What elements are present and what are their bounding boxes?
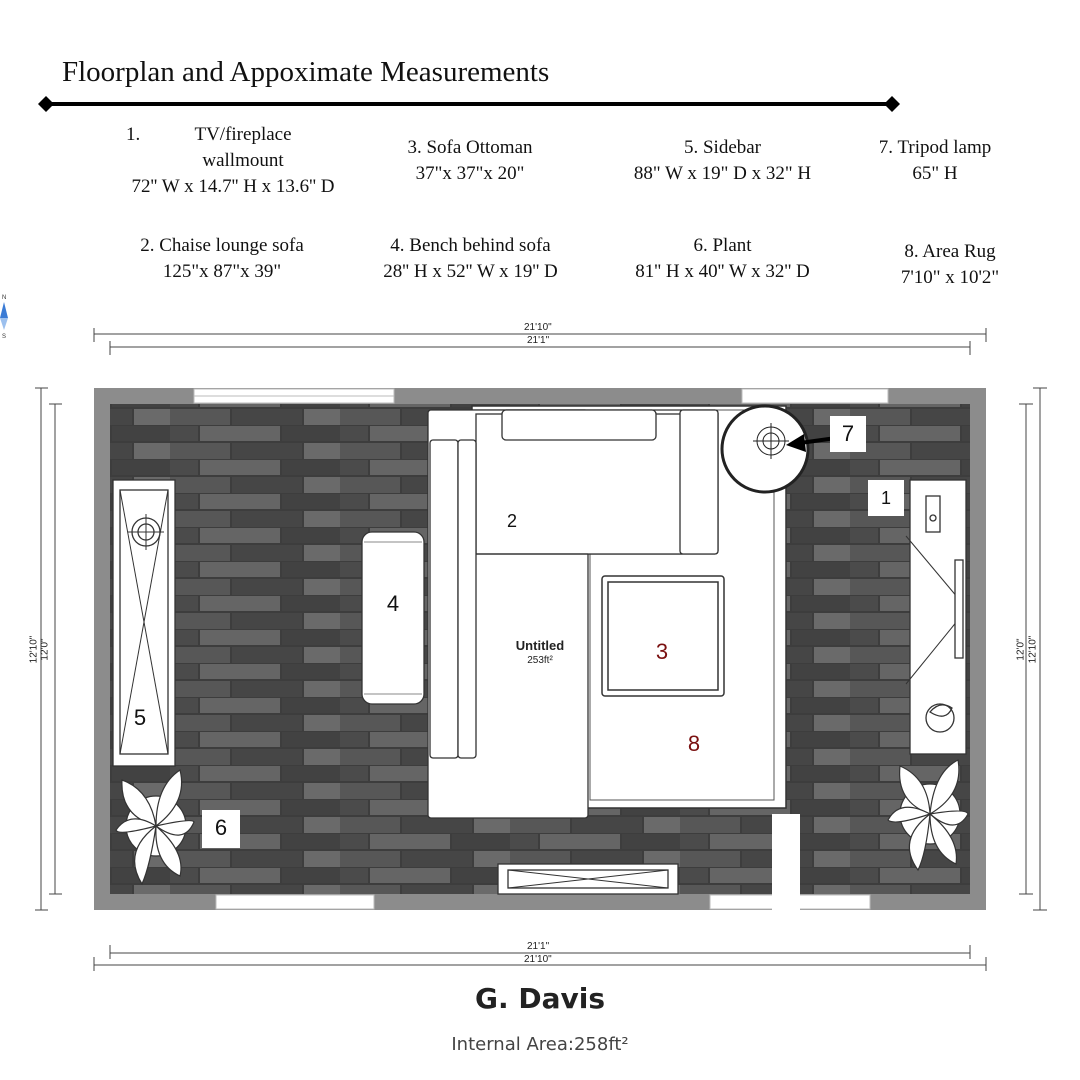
- marker-4: 4: [386, 591, 400, 616]
- room-area: 253ft²: [527, 655, 553, 666]
- tv-fireplace-console: [905, 479, 967, 755]
- svg-text:N: N: [2, 295, 6, 301]
- marker-3: 3: [655, 639, 669, 664]
- title-underline: [38, 96, 900, 112]
- marker-1: 1: [868, 480, 904, 516]
- compass-icon: N S: [0, 295, 8, 340]
- dim-inner-width-top: 21'1": [527, 335, 550, 346]
- room-name: Untitled: [515, 638, 565, 653]
- legend-item-6: 6. Plant 81'' H x 40'' W x 32'' D: [635, 235, 810, 282]
- marker-5: 5: [133, 705, 147, 730]
- dim-inner-width-bottom: 21'1": [527, 941, 550, 952]
- dim-inner-height-left: 12'0": [39, 638, 51, 661]
- bottom-console: [497, 863, 679, 895]
- legend-item-4: 4. Bench behind sofa 28'' H x 52'' W x 1…: [383, 235, 558, 282]
- legend-item-5: 5. Sidebar 88" W x 19" D x 32" H: [633, 137, 812, 184]
- legend-item-3: 3. Sofa Ottoman 37"x 37"x 20": [407, 137, 533, 184]
- internal-area: Internal Area:258ft²: [451, 1034, 629, 1055]
- floorplan: N S: [0, 295, 1047, 971]
- legend-item-1: 1.TV/fireplace wallmount 72'' W x 14.7''…: [126, 124, 335, 197]
- tripod-lamp: [720, 404, 810, 494]
- svg-text:S: S: [2, 334, 6, 340]
- marker-2: 2: [506, 511, 517, 531]
- plant-right: [887, 759, 969, 872]
- dim-outer-height-right: 12'10": [1027, 635, 1039, 664]
- sidebar: [112, 479, 176, 767]
- legend-item-8: 8. Area Rug 7'10" x 10'2": [900, 241, 1000, 288]
- legend-item-2: 2. Chaise lounge sofa 125"x 87"x 39": [140, 235, 304, 282]
- marker-6: 6: [202, 810, 240, 848]
- owner-name: G. Davis: [474, 982, 606, 1015]
- marker-7: 7: [830, 416, 866, 452]
- dimension-lines: [35, 328, 1047, 971]
- legend-item-7: 7. Tripod lamp 65" H: [878, 137, 992, 184]
- door-opening: [772, 814, 800, 910]
- sofa-ottoman: [601, 575, 725, 697]
- bench: [361, 531, 425, 705]
- dim-outer-width-bottom: 21'10": [524, 954, 552, 965]
- dim-outer-height-left: 12'10": [28, 635, 40, 664]
- plant-left: [115, 769, 195, 886]
- marker-8: 8: [687, 731, 701, 756]
- page-title: Floorplan and Appoximate Measurements: [62, 56, 550, 88]
- windows: [193, 388, 889, 910]
- dim-outer-width-top: 21'10": [524, 322, 552, 333]
- dim-inner-height-right: 12'0": [1015, 638, 1027, 661]
- chaise-lounge-sofa: [427, 409, 719, 819]
